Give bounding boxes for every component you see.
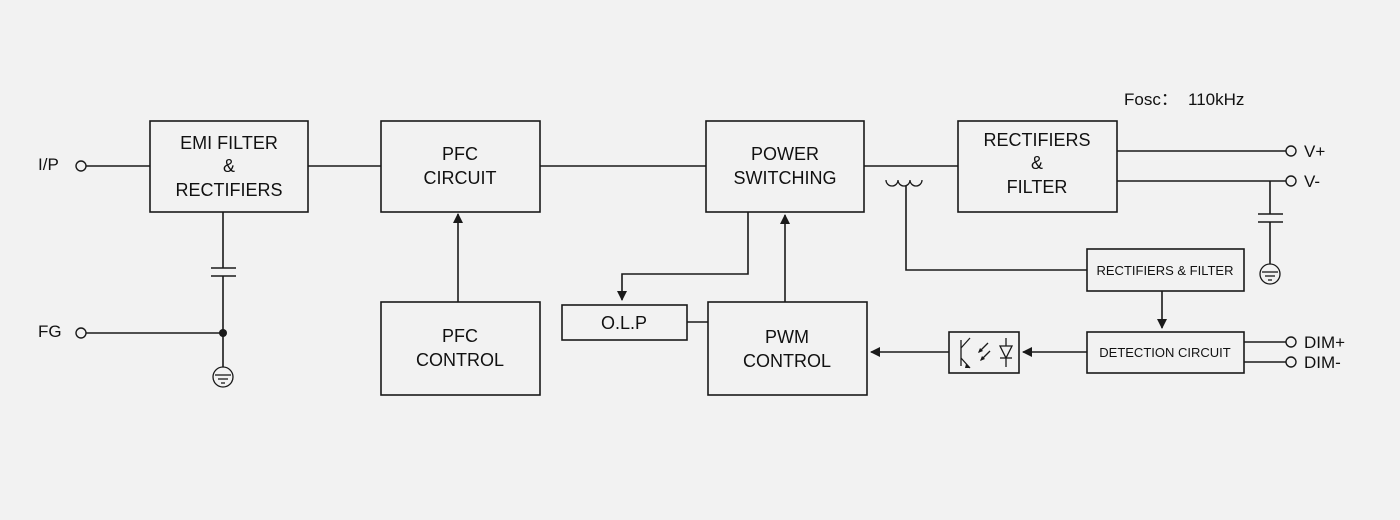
aux-rect-filter-label: RECTIFIERS & FILTER: [1097, 263, 1234, 278]
arrow-switching-olp: [617, 212, 749, 301]
power-switching-line1: POWER: [751, 144, 819, 164]
fosc-label: Fosc：: [1124, 90, 1178, 109]
aux-rectifiers-filter-block: RECTIFIERS & FILTER: [1086, 248, 1245, 292]
ip-terminal: [75, 160, 87, 172]
pfc-control-line1: PFC: [442, 326, 478, 346]
dimplus-label: DIM+: [1304, 333, 1345, 352]
vminus-terminal: [1285, 175, 1297, 187]
fg-label: FG: [38, 322, 62, 341]
rect-filter-line3: FILTER: [1007, 177, 1068, 197]
dimminus-label: DIM-: [1304, 353, 1341, 372]
pwm-control-line2: CONTROL: [743, 351, 831, 371]
power-switching-block: POWER SWITCHING: [705, 120, 865, 213]
fosc-value: 110kHz: [1188, 90, 1244, 109]
pfc-control-block: PFC CONTROL: [380, 301, 541, 396]
olp-block: O.L.P: [561, 304, 688, 341]
vminus-label: V-: [1304, 172, 1320, 191]
detection-label: DETECTION CIRCUIT: [1099, 345, 1231, 360]
pwm-control-line1: PWM: [765, 327, 809, 347]
fg-terminal: [75, 327, 87, 339]
emi-line1: EMI FILTER: [180, 133, 278, 153]
pfc-circuit-line1: PFC: [442, 144, 478, 164]
dimplus-terminal: [1285, 336, 1297, 348]
wire-coil-aux: [905, 186, 1087, 271]
rect-filter-line1: RECTIFIERS: [983, 130, 1090, 150]
ip-label: I/P: [38, 155, 59, 174]
emi-capacitor: [211, 267, 236, 277]
output-capacitor: [1258, 213, 1283, 223]
vplus-terminal: [1285, 145, 1297, 157]
pfc-control-line2: CONTROL: [416, 350, 504, 370]
fg-ground-icon: [212, 366, 234, 388]
rectifiers-filter-block: RECTIFIERS & FILTER: [957, 120, 1118, 213]
optocoupler-icon: [948, 331, 1020, 374]
pwm-control-block: PWM CONTROL: [707, 301, 868, 396]
emi-line2: &: [223, 156, 235, 176]
pfc-circuit-block: PFC CIRCUIT: [380, 120, 541, 213]
pfc-circuit-line2: CIRCUIT: [424, 168, 497, 188]
output-ground-icon: [1259, 263, 1281, 285]
power-switching-line2: SWITCHING: [734, 168, 837, 188]
vplus-label: V+: [1304, 142, 1325, 161]
olp-label: O.L.P: [601, 313, 647, 333]
rect-filter-line2: &: [1031, 153, 1043, 173]
transformer-coil-icon: [885, 179, 923, 187]
detection-circuit-block: DETECTION CIRCUIT: [1086, 331, 1245, 374]
dimminus-terminal: [1285, 356, 1297, 368]
emi-filter-block: EMI FILTER & RECTIFIERS: [149, 120, 309, 213]
emi-line3: RECTIFIERS: [175, 180, 282, 200]
